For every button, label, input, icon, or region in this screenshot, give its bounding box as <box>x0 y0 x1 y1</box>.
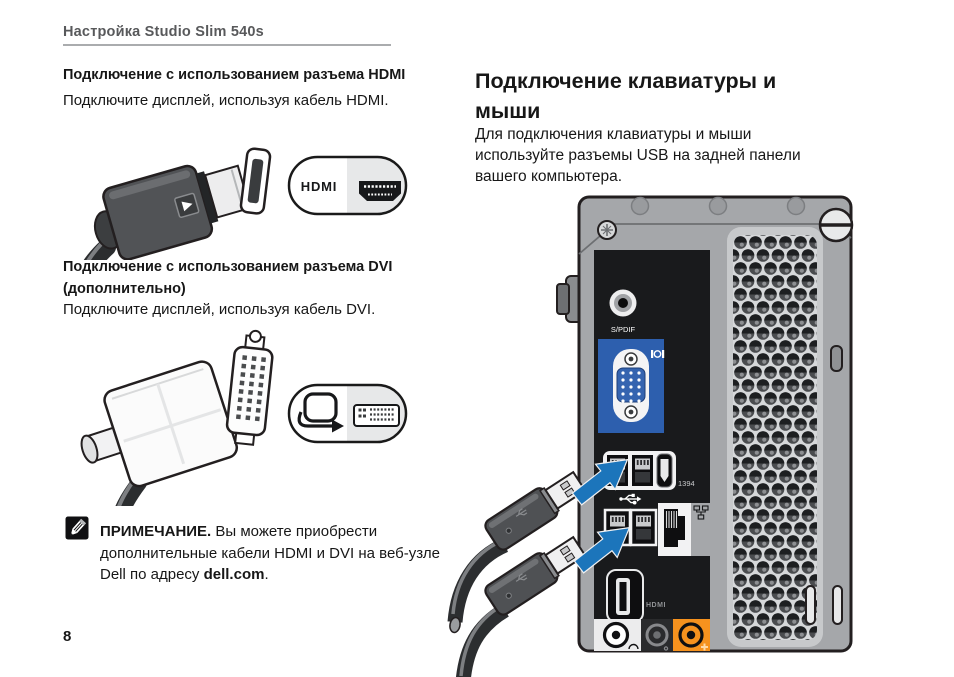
page-title: Настройка Studio Slim 540s <box>63 24 264 40</box>
keyboard-mouse-body: Для подключения клавиатуры и мыши исполь… <box>475 126 801 185</box>
dvi-connector-icon <box>353 404 400 427</box>
hdmi-section-heading: Подключение с использованием разъема HDM… <box>63 67 406 83</box>
thumbscrew <box>818 207 854 243</box>
page-number: 8 <box>63 628 72 645</box>
note-body: Вы можете приобрести дополнительные кабе… <box>100 523 441 583</box>
usb-icon <box>619 493 642 505</box>
monitor-icon <box>651 350 665 358</box>
phillips-screw <box>597 220 617 240</box>
dvi-logo-icon <box>297 392 344 433</box>
usb-cable <box>447 470 587 634</box>
hdmi-badge: HDMI <box>287 155 408 216</box>
audio-jacks <box>594 619 710 651</box>
firewire-1394-port <box>656 453 673 488</box>
usb-port <box>633 512 654 543</box>
network-icon <box>693 505 709 520</box>
dvi-section-heading: Подключение с использованием разъема DVI… <box>63 259 393 297</box>
note-text: ПРИМЕЧАНИЕ. Вы можете приобрести дополни… <box>100 521 440 586</box>
hdmi-port-slot <box>239 147 272 215</box>
note-pencil-icon <box>65 516 89 540</box>
dvi-section-body: Подключите дисплей, используя кабель DVI… <box>63 301 376 318</box>
usb-port <box>632 455 653 486</box>
hdmi-cable-connector <box>70 164 252 260</box>
rear-panel-illustration: S/PDIF <box>447 195 854 677</box>
card-slot-cover <box>832 585 843 625</box>
note-label: ПРИМЕЧАНИЕ. <box>100 523 212 540</box>
vga-port <box>598 339 665 433</box>
hdmi-port-label: HDMI <box>646 602 666 609</box>
note-dell-com: dell.com <box>203 566 265 583</box>
dvi-cable-connector <box>80 360 239 506</box>
spdif-label: S/PDIF <box>611 325 636 334</box>
hdmi-connector-icon <box>359 181 401 201</box>
spdif-port: S/PDIF <box>609 289 637 334</box>
firewire-label: 1394 <box>678 479 695 488</box>
hdmi-cable-illustration: HDMI <box>70 147 408 260</box>
hdmi-section-body: Подключите дисплей, используя кабель HDM… <box>63 92 389 109</box>
vent-grille <box>727 227 823 647</box>
side-slot <box>830 345 843 372</box>
hdmi-logo-text: HDMI <box>301 179 337 194</box>
dvi-cable-illustration <box>80 329 408 506</box>
card-slot-cover <box>805 585 816 625</box>
arrow-to-usb-top <box>571 458 629 506</box>
keyboard-mouse-heading: Подключение клавиатуры и мыши <box>475 69 777 123</box>
note-period: . <box>264 566 269 583</box>
dvi-badge <box>287 383 408 444</box>
arrow-to-usb-bottom <box>573 526 631 574</box>
header-rule <box>63 44 391 46</box>
usb-cable <box>456 535 587 677</box>
ethernet-port <box>658 503 691 556</box>
dvi-plug <box>225 329 274 446</box>
